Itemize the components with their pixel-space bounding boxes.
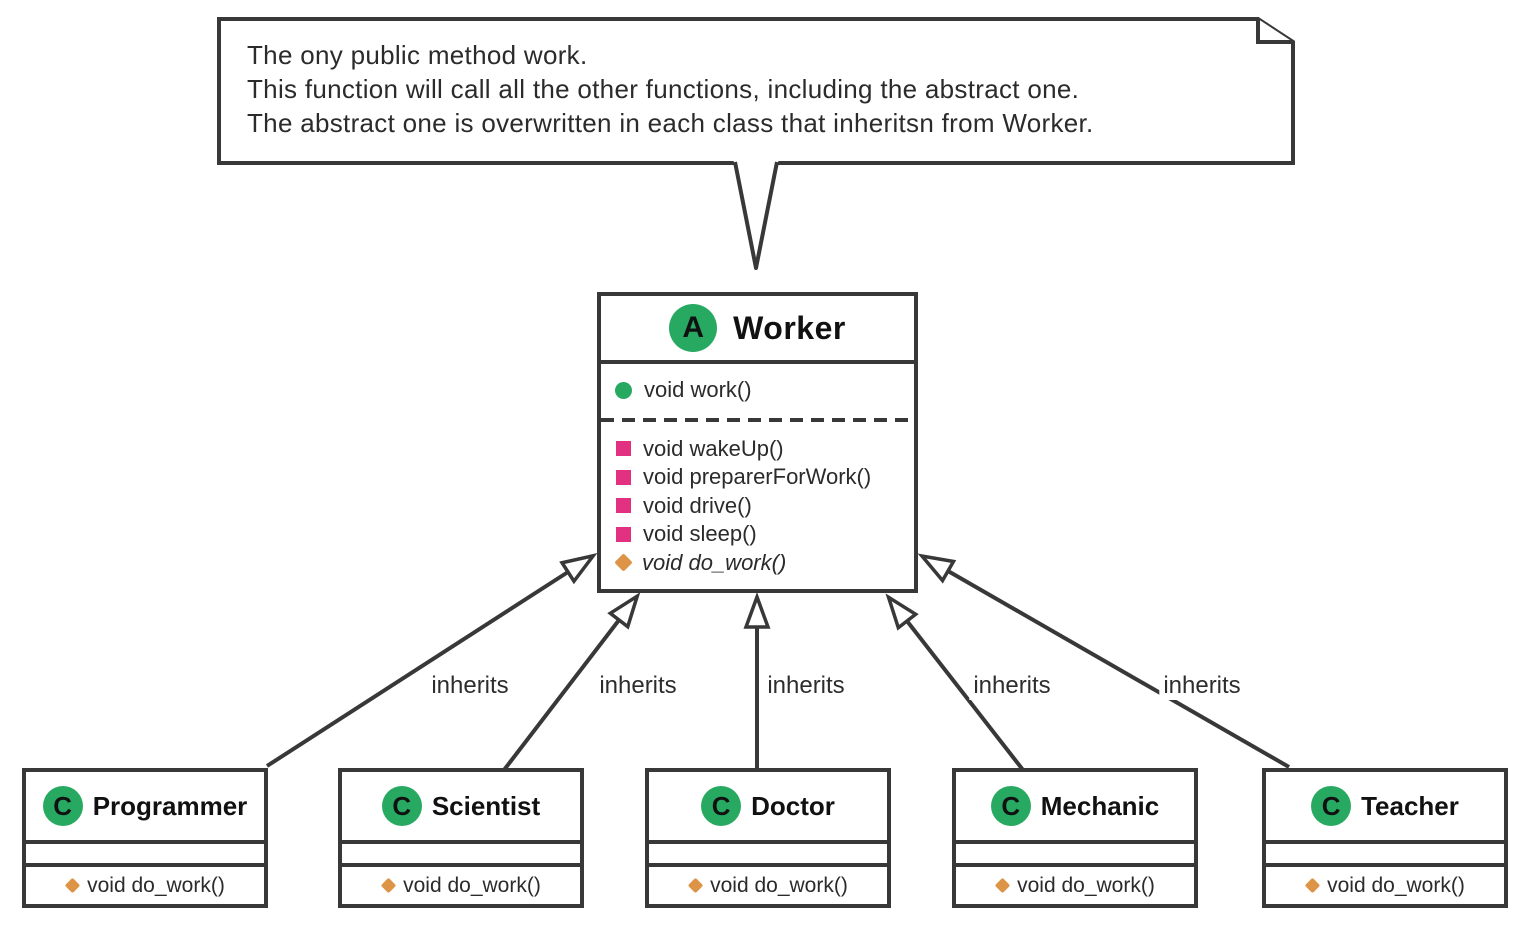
edge-label: inherits bbox=[427, 672, 513, 700]
note-line: This function will call all the other fu… bbox=[247, 74, 1080, 104]
note-tail-outline bbox=[733, 161, 779, 270]
method-label: void wakeUp() bbox=[643, 435, 784, 461]
method-label: void do_work() bbox=[87, 873, 225, 897]
edge-teacher-worker bbox=[917, 553, 1290, 769]
abstract-visibility-icon bbox=[64, 877, 81, 894]
class-header: C Doctor bbox=[649, 772, 887, 844]
class-node-programmer: C Programmer void do_work() bbox=[22, 768, 268, 908]
fields-section bbox=[649, 844, 887, 867]
fields-section bbox=[342, 844, 580, 867]
abstract-visibility-icon bbox=[614, 553, 633, 572]
private-visibility-icon bbox=[616, 441, 631, 457]
method-item: void do_work() bbox=[26, 867, 264, 904]
method-label: void do_work() bbox=[1327, 873, 1465, 897]
method-item: void do_work() bbox=[1266, 867, 1504, 904]
edge-programmer-worker bbox=[265, 552, 598, 768]
fields-section bbox=[26, 844, 264, 867]
class-header: C Mechanic bbox=[956, 772, 1194, 844]
class-header: C Programmer bbox=[26, 772, 264, 844]
method-label: void do_work() bbox=[1017, 873, 1155, 897]
class-header: C Teacher bbox=[1266, 772, 1504, 844]
class-title: Teacher bbox=[1361, 790, 1459, 821]
note: The ony public method work. This functio… bbox=[247, 38, 1267, 140]
section-divider bbox=[601, 417, 914, 422]
method-item: void do_work() bbox=[649, 867, 887, 904]
edge-label: inherits bbox=[595, 672, 681, 700]
class-badge-icon: C bbox=[381, 786, 422, 826]
note-line: The ony public method work. bbox=[247, 40, 588, 70]
class-title: Doctor bbox=[751, 790, 835, 821]
class-title: Scientist bbox=[431, 790, 541, 821]
class-badge-icon: C bbox=[1311, 786, 1352, 826]
class-node-doctor: C Doctor void do_work() bbox=[645, 768, 891, 908]
public-methods-section: void work() bbox=[601, 364, 914, 418]
private-visibility-icon bbox=[616, 526, 631, 542]
class-badge-icon: C bbox=[990, 786, 1031, 826]
method-item: void do_work() bbox=[614, 549, 904, 578]
method-item: void drive() bbox=[615, 492, 904, 521]
edge-label: inherits bbox=[969, 672, 1055, 700]
class-node-worker: A Worker void work() void wakeUp() void … bbox=[597, 292, 918, 593]
method-item: void sleep() bbox=[615, 520, 904, 549]
class-header: A Worker bbox=[601, 296, 914, 364]
method-item: void do_work() bbox=[956, 867, 1194, 904]
method-label: void work() bbox=[644, 377, 752, 403]
class-badge-icon: C bbox=[42, 786, 83, 826]
method-label: void do_work() bbox=[710, 873, 848, 897]
fields-section bbox=[1266, 844, 1504, 867]
private-visibility-icon bbox=[616, 469, 631, 485]
note-tail bbox=[733, 158, 779, 268]
note-line: The abstract one is overwritten in each … bbox=[247, 108, 1094, 138]
class-node-mechanic: C Mechanic void do_work() bbox=[952, 768, 1198, 908]
class-node-teacher: C Teacher void do_work() bbox=[1262, 768, 1508, 908]
edge-label: inherits bbox=[1159, 672, 1245, 700]
abstract-class-badge-icon: A bbox=[669, 304, 718, 352]
method-label: void drive() bbox=[643, 492, 752, 518]
method-item: void wakeUp() bbox=[615, 435, 904, 464]
method-item: void work() bbox=[615, 376, 904, 405]
class-title: Programmer bbox=[92, 790, 248, 821]
abstract-visibility-icon bbox=[994, 877, 1011, 894]
method-label: void sleep() bbox=[643, 521, 757, 547]
public-visibility-icon bbox=[615, 381, 632, 399]
class-badge-icon: C bbox=[701, 786, 742, 826]
abstract-visibility-icon bbox=[380, 877, 397, 894]
class-header: C Scientist bbox=[342, 772, 580, 844]
abstract-visibility-icon bbox=[1304, 877, 1321, 894]
edge-label: inherits bbox=[763, 672, 849, 700]
abstract-visibility-icon bbox=[687, 877, 704, 894]
fields-section bbox=[956, 844, 1194, 867]
method-item: void do_work() bbox=[342, 867, 580, 904]
abstract-method-label: void do_work() bbox=[642, 549, 787, 575]
method-label: void do_work() bbox=[403, 873, 541, 897]
class-node-scientist: C Scientist void do_work() bbox=[338, 768, 584, 908]
method-item: void preparerForWork() bbox=[615, 463, 904, 492]
method-label: void preparerForWork() bbox=[643, 464, 872, 490]
class-title: Mechanic bbox=[1040, 790, 1160, 821]
private-visibility-icon bbox=[616, 498, 631, 514]
class-title: Worker bbox=[733, 309, 846, 346]
private-methods-section: void wakeUp() void preparerForWork() voi… bbox=[601, 422, 914, 586]
